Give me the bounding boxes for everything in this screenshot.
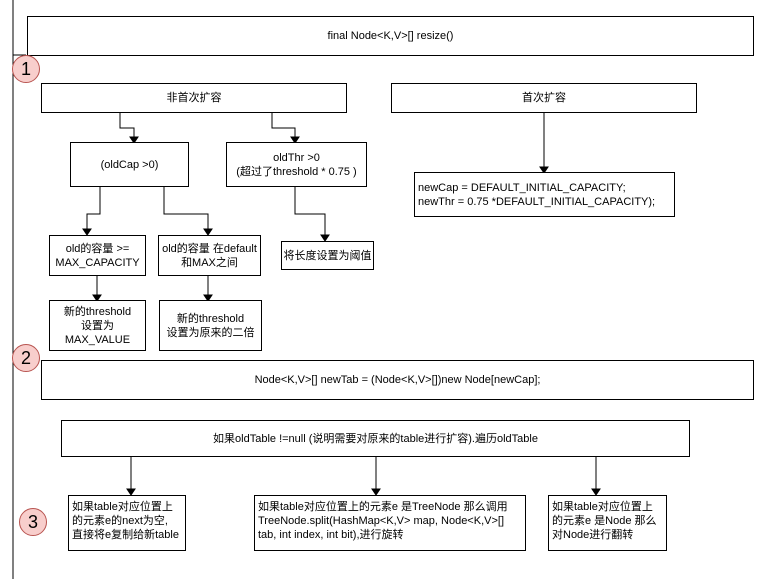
new-table-box: Node<K,V>[] newTab = (Node<K,V>[])new No… [41, 360, 754, 400]
connector-arrow [271, 112, 296, 138]
threshold-double-box: 新的threshold 设置为原来的二倍 [159, 300, 262, 351]
old-cap-check-box: (oldCap >0) [70, 142, 189, 187]
traverse-old-table-box: 如果oldTable !=null (说明需要对原来的table进行扩容).遍历… [61, 420, 690, 457]
old-thr-check-box: oldThr >0 (超过了threshold * 0.75 ) [226, 142, 367, 187]
cap-ge-max-box: old的容量 >= MAX_CAPACITY [49, 235, 146, 276]
cap-between-box: old的容量 在default 和MAX之间 [158, 235, 261, 276]
resize-title-box: final Node<K,V>[] resize() [27, 16, 754, 56]
step-marker-2: 2 [12, 344, 40, 372]
step-marker-1: 1 [12, 55, 40, 83]
step-marker-3: 3 [19, 508, 47, 536]
non-first-resize-box: 非首次扩容 [41, 83, 347, 113]
first-init-box: newCap = DEFAULT_INITIAL_CAPACITY; newTh… [414, 172, 675, 217]
first-resize-box: 首次扩容 [391, 83, 697, 113]
connector-arrow [86, 187, 101, 230]
case-single-node-box: 如果table对应位置上 的元素e的next为空, 直接将e复制给新table [68, 495, 186, 551]
connector-arrow [294, 187, 326, 236]
case-node-box: 如果table对应位置上 的元素e 是Node 那么 对Node进行翻转 [548, 495, 667, 551]
threshold-max-box: 新的threshold 设置为 MAX_VALUE [49, 300, 146, 351]
connector-arrow [119, 112, 135, 138]
case-treenode-box: 如果table对应位置上的元素e 是TreeNode 那么调用 TreeNode… [254, 495, 526, 551]
set-threshold-box: 将长度设置为阈值 [281, 241, 374, 270]
connector-arrow [163, 187, 209, 230]
